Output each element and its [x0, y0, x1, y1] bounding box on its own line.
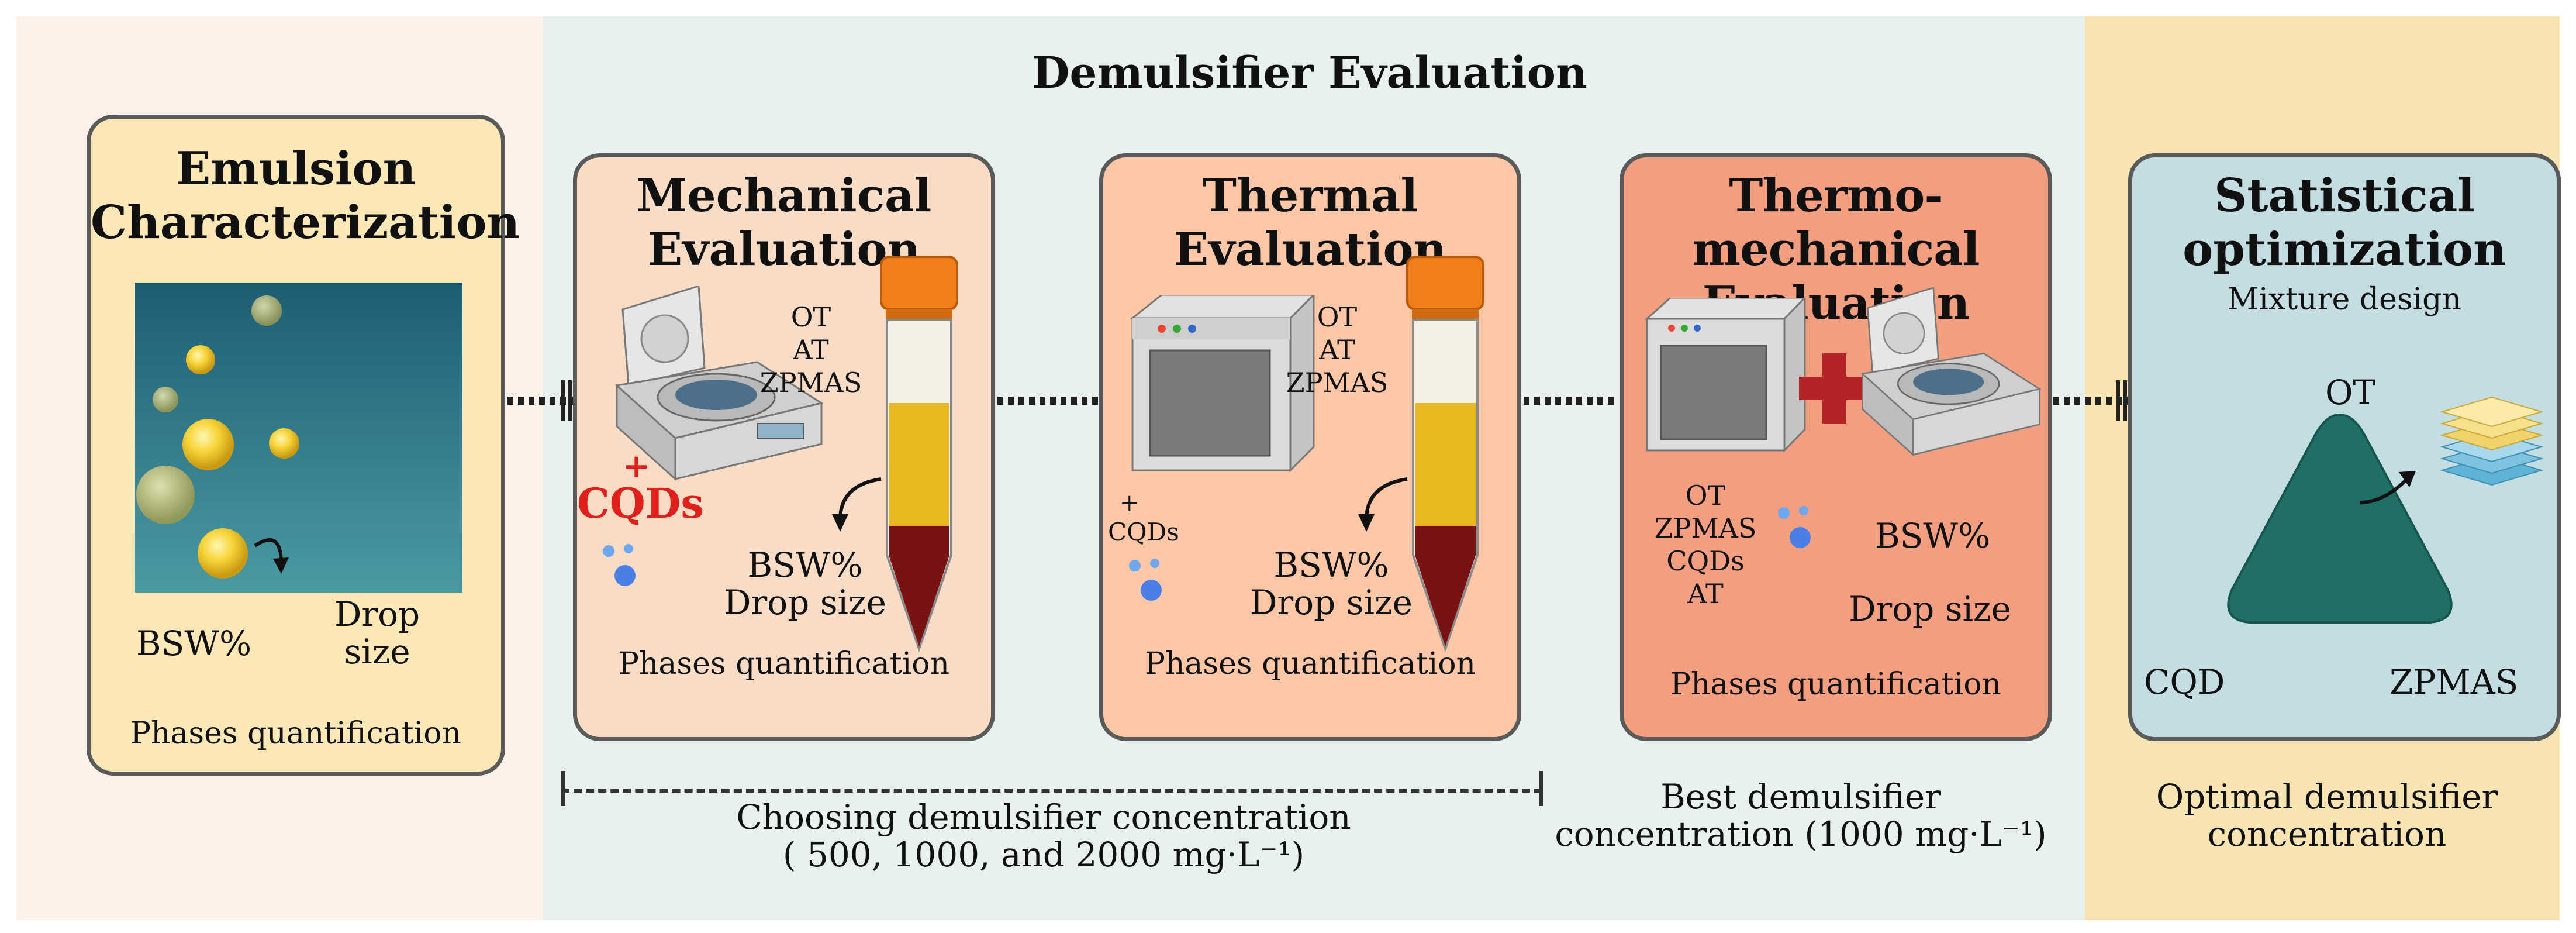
section-title: Demulsifier Evaluation: [1032, 48, 1587, 98]
thermal-agent-ot: OT: [1317, 301, 1358, 333]
sample-tube-icon: [880, 256, 958, 653]
connector-mechanical-thermal: [997, 397, 1098, 405]
emulsion-characterization-card: Emulsion Characterization: [87, 115, 520, 776]
layers-stack-icon: [2440, 396, 2544, 486]
emulsion-phases-label: Phases quantification: [130, 716, 462, 751]
emulsion-size-label: size: [344, 632, 410, 672]
choosing-caption-line1: Choosing demulsifier concentration: [736, 797, 1351, 837]
thermal-phases-label: Phases quantification: [1144, 646, 1476, 681]
cqds-dots-icon: [603, 544, 636, 586]
best-caption-line1: Best demulsifier: [1660, 777, 1941, 817]
statistical-optimization-card: Statistical optimization Mixture design …: [2128, 153, 2561, 741]
mechanical-phases-label: Phases quantification: [618, 646, 950, 681]
thermo-mechanical-agent-at: AT: [1687, 578, 1724, 610]
mechanical-drop-size-label: Drop size: [724, 583, 886, 622]
cqds-dots-icon: [1129, 559, 1162, 601]
optimal-caption-line1: Optimal demulsifier: [2156, 777, 2498, 817]
thermal-drop-size-label: Drop size: [1250, 583, 1413, 622]
best-caption-line2: concentration (1000 mg·L⁻¹): [1555, 814, 2047, 854]
mixture-triangle-icon: [2227, 413, 2453, 624]
triangle-vertex-ot: OT: [2325, 373, 2376, 412]
thermal-cqds-label: CQDs: [1108, 518, 1179, 546]
thermal-agent-zpmas: ZPMAS: [1286, 367, 1389, 398]
plus-icon: [1799, 353, 1869, 424]
oven-icon: [1645, 298, 1807, 453]
mechanical-title-line1: Mechanical: [636, 169, 932, 222]
mechanical-evaluation-card: Mechanical Evaluation OT AT ZPMAS: [573, 153, 995, 741]
emulsion-title-line2: Characterization: [91, 196, 520, 249]
statistical-title-line1: Statistical: [2214, 169, 2475, 222]
statistical-title-line2: optimization: [2183, 223, 2506, 276]
choosing-caption-line2: ( 500, 1000, and 2000 mg·L⁻¹): [782, 835, 1305, 875]
thermal-plus: +: [1120, 490, 1139, 517]
curved-arrow-icon: [832, 477, 882, 532]
mechanical-agent-ot: OT: [790, 301, 831, 333]
bracket-line: [561, 789, 1542, 793]
emulsion-title-line1: Emulsion: [175, 142, 416, 195]
thermo-mechanical-title-line1: Thermo-mechanical: [1692, 169, 1980, 276]
centrifuge-icon: [1860, 287, 2042, 457]
triangle-vertex-cqd: CQD: [2144, 662, 2225, 702]
thermal-bsw-label: BSW%: [1273, 545, 1389, 585]
mechanical-bsw-label: BSW%: [747, 545, 863, 585]
mechanical-agent-zpmas: ZPMAS: [759, 367, 862, 398]
thermo-mechanical-bsw-label: BSW%: [1875, 516, 1991, 556]
statistical-subtitle: Mixture design: [2228, 282, 2461, 317]
emulsion-bsw-label: BSW%: [136, 624, 252, 663]
bracket-right-tick: [1539, 771, 1543, 806]
cqds-dots-icon: [1778, 506, 1811, 548]
thermo-mechanical-evaluation-card: Thermo-mechanical Evaluation OT ZPMAS: [1620, 153, 2052, 741]
thermo-mechanical-agent-cqds: CQDs: [1666, 545, 1745, 577]
thermal-title-line1: Thermal: [1202, 169, 1418, 222]
thermo-mechanical-agent-ot: OT: [1685, 480, 1726, 511]
mechanical-title-line2: Evaluation: [647, 223, 921, 276]
curved-arrow-icon: [1358, 477, 1408, 532]
optimal-caption-line2: concentration: [2207, 814, 2447, 854]
triangle-vertex-zpmas: ZPMAS: [2389, 662, 2519, 702]
mechanical-plus: +: [623, 447, 650, 486]
thermal-agent-at: AT: [1319, 334, 1355, 366]
thermo-mechanical-phases-label: Phases quantification: [1670, 667, 2002, 702]
thermal-title-line2: Evaluation: [1173, 223, 1447, 276]
thermo-mechanical-drop-size-label: Drop size: [1849, 589, 2011, 629]
bracket-left-tick: [561, 771, 565, 806]
mechanical-agent-at: AT: [793, 334, 829, 366]
oven-icon: [1130, 295, 1315, 473]
mechanical-cqds-label: CQDs: [577, 479, 704, 528]
thermo-mechanical-agent-zpmas: ZPMAS: [1654, 512, 1757, 544]
centrifuge-icon: [614, 286, 824, 481]
emulsion-droplets-image: [135, 283, 462, 593]
connector-thermal-thermomechanical: [1524, 397, 1618, 405]
connector-thermomechanical-statistical: [2053, 397, 2128, 405]
sample-tube-icon: [1406, 256, 1484, 653]
thermal-evaluation-card: Thermal Evaluation OT AT ZPMAS +: [1099, 153, 1521, 741]
emulsion-drop-label: Drop: [334, 594, 420, 634]
